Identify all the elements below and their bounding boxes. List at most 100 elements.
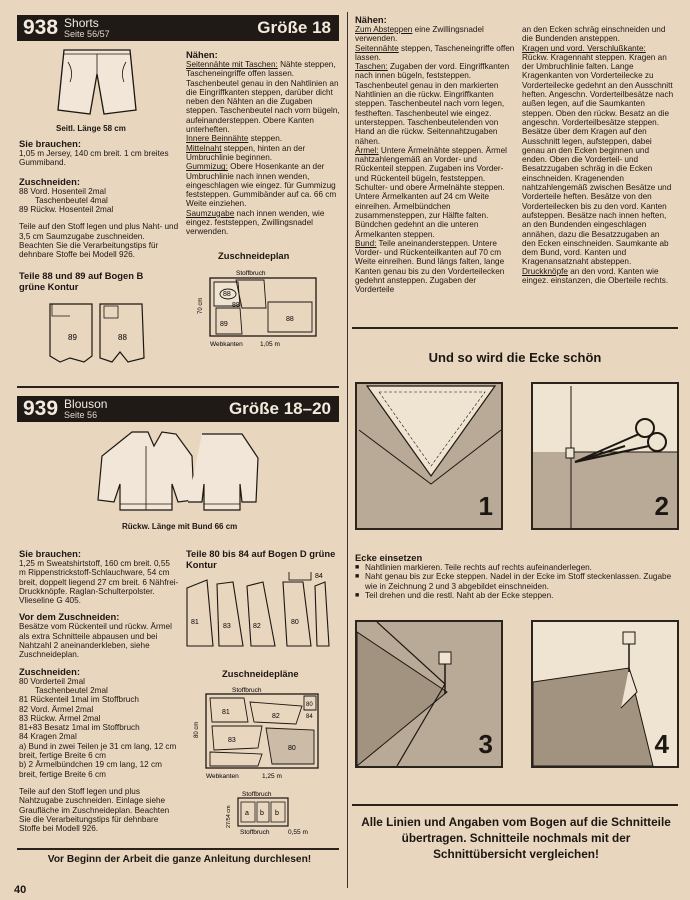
piece-label: b xyxy=(275,810,279,817)
figure-3-drawing xyxy=(357,622,501,766)
step-heading: Mittelnaht xyxy=(186,143,222,153)
m938-naehen: Nähen: Seitennähte mit Taschen: Nähte st… xyxy=(186,49,340,237)
step-text: Obere Hosenkante an der Umbruchlinie nac… xyxy=(186,162,337,209)
m939-cut-line: 84 Kragen 2mal xyxy=(19,732,77,742)
piece-label: b xyxy=(260,810,264,817)
step-heading: Bund: xyxy=(355,238,377,248)
m939-cut-line: a) Bund in zwei Teilen je 31 cm lang, 12… xyxy=(19,741,177,761)
shorts-caption: Seitl. Länge 58 cm xyxy=(56,124,126,133)
step-heading: Druckknöpfe xyxy=(522,266,568,276)
piece-label: 81 xyxy=(191,619,199,626)
piece-label: 88 xyxy=(223,291,231,298)
m939-plan-title: Zuschneidepläne xyxy=(222,668,299,679)
plan-webkanten: Webkanten xyxy=(210,341,243,348)
plan-stoffbruch: Stoffbruch xyxy=(236,270,266,277)
plan-width: 1,25 m xyxy=(262,773,282,780)
footer-warning: Vor Beginn der Arbeit die ganze Anleitun… xyxy=(47,854,312,865)
m939-left-text: Sie brauchen: 1,25 m Sweatshirtstoff, 16… xyxy=(19,548,179,833)
step-text: Teile aneinandersteppen. Untere Vorder- … xyxy=(355,238,505,295)
m938-cut-line: Taschenbeutel 4mal xyxy=(35,195,108,205)
model-size: Größe 18–20 xyxy=(228,399,331,418)
model-title-block: Blouson Seite 56 xyxy=(64,398,107,420)
figure-3: 3 xyxy=(355,620,503,768)
plan-webkanten: Webkanten xyxy=(206,773,239,780)
piece-label: 80 xyxy=(288,745,296,752)
step-heading: Ärmel: xyxy=(355,145,379,155)
m938-plan-title: Zuschneideplan xyxy=(218,250,290,261)
model-number: 938 xyxy=(23,16,59,39)
model-name: Shorts xyxy=(64,16,99,30)
plan-height: 80 cm xyxy=(194,722,200,738)
corner-step: Teil drehen und die restl. Naht ab der E… xyxy=(355,591,677,601)
figure-1: 1 xyxy=(355,382,503,530)
m938-cutting-plan: Stoffbruch 88 88 89 88 70 cm Webkanten 1… xyxy=(198,270,317,348)
figure-4: 4 xyxy=(531,620,679,768)
figure-number: 2 xyxy=(654,491,669,521)
m938-cut-line: 88 Vord. Hosenteil 2mal xyxy=(19,186,106,196)
m938-cut-text: Teile auf den Stoff legen und plus Naht-… xyxy=(19,222,179,260)
m938-brauchen-title: Sie brauchen: xyxy=(19,138,81,149)
m938-brauchen-text: 1,05 m Jersey, 140 cm breit. 1 cm breite… xyxy=(19,149,169,168)
column-4-text: an den Ecken schräg einschneiden und die… xyxy=(522,25,674,285)
model-size: Größe 18 xyxy=(257,18,331,37)
m938-pattern-pieces: 89 88 xyxy=(49,303,145,363)
piece-label: 88 xyxy=(118,333,127,342)
plan-width: 0,55 m xyxy=(288,829,308,836)
section-divider xyxy=(17,386,339,388)
step-heading: Taschen: xyxy=(355,62,388,72)
step-text: Rückw. Kragennaht steppen. Kragen an der… xyxy=(522,52,674,267)
step-text: Zugaben der vord. Eingriffkanten nach in… xyxy=(355,62,510,146)
m938-teile-title: Teile 88 und 89 auf Bogen B grüne Kontur xyxy=(19,269,144,292)
shorts-sketch xyxy=(57,49,137,115)
figure-number: 4 xyxy=(654,729,669,759)
piece-label: 84 xyxy=(315,573,323,580)
piece-label: 83 xyxy=(228,737,236,744)
corner-title: Und so wird die Ecke schön xyxy=(428,350,602,365)
piece-label: 82 xyxy=(253,623,261,630)
model-938-header: 938 Shorts Seite 56/57 Größe 18 xyxy=(17,15,339,41)
page-number: 40 xyxy=(14,884,27,896)
step-text: steppen. xyxy=(248,134,283,144)
plan-height: 27/54 cm xyxy=(226,805,232,828)
m939-cut-text: Teile auf den Stoff legen und plus Nahtz… xyxy=(19,786,170,834)
blouson-sketch xyxy=(97,431,259,511)
model-number: 939 xyxy=(23,397,59,420)
m939-cut-line: 81+83 Besatz 1mal im Stoffbruch xyxy=(19,723,140,733)
m939-vor-title: Vor dem Zuschneiden: xyxy=(19,611,120,623)
m939-cut-line: 81 Rückenteil 1mal im Stoffbruch xyxy=(19,695,139,705)
step-heading: Gummizug: xyxy=(186,162,228,172)
section-divider xyxy=(352,804,678,806)
piece-label: 89 xyxy=(68,333,77,342)
m938-cut-line: 89 Rückw. Hosenteil 2mal xyxy=(19,205,114,215)
m938-naehen-title: Nähen: xyxy=(186,49,218,60)
step-text: eine Zwillingsnadel verwenden. xyxy=(355,25,484,44)
figure-2: 2 xyxy=(531,382,679,530)
step-heading: Saumzugabe xyxy=(186,208,235,218)
piece-label: 89 xyxy=(220,321,228,328)
model-page: Seite 56/57 xyxy=(64,29,110,39)
plan-width: 1,05 m xyxy=(260,341,280,348)
plan-stoffbruch: Stoffbruch xyxy=(232,687,262,694)
step-text: nach innen wenden, wie eingez. feststepp… xyxy=(186,208,325,237)
figure-number: 3 xyxy=(478,729,493,759)
m939-teile-title: Teile 80 bis 84 auf Bogen D grüne Kontur xyxy=(186,548,336,570)
m939-cut-line: 83 Rückw. Ärmel 2mal xyxy=(19,713,101,723)
m938-left-text: Sie brauchen: 1,05 m Jersey, 140 cm brei… xyxy=(19,138,179,292)
column-divider xyxy=(347,12,348,888)
piece-label: 80 xyxy=(306,702,313,708)
figure-4-drawing xyxy=(533,622,677,766)
model-page: Seite 56 xyxy=(64,410,98,420)
footer-divider xyxy=(17,848,339,850)
corner-step: Naht genau bis zur Ecke steppen. Nadel i… xyxy=(355,572,677,591)
m939-cutting-plan: Stoffbruch 81 82 80 83 80 84 80 cm Webka… xyxy=(194,687,319,780)
m939-zuschneiden-title: Zuschneiden: xyxy=(19,665,80,677)
step-text: steppen, Tascheneingriffe offen lassen. xyxy=(355,43,515,62)
piece-label: 88 xyxy=(232,302,240,309)
step-heading: Kragen und vord. Verschlußkante: xyxy=(522,43,646,53)
step-text: Untere Ärmelnähte steppen. Ärmel nahtzah… xyxy=(355,145,507,239)
m939-vor-text: Besätze vom Rückenteil und rückw. Ärmel … xyxy=(19,622,172,660)
model-name: Blouson xyxy=(64,397,108,411)
step-heading: Seitennähte mit Taschen: xyxy=(186,60,278,69)
step-text: Nähte steppen, Tascheneingriffe offen la… xyxy=(186,60,340,135)
corner-step: Nahtlinien markieren. Teile rechts auf r… xyxy=(355,563,677,573)
